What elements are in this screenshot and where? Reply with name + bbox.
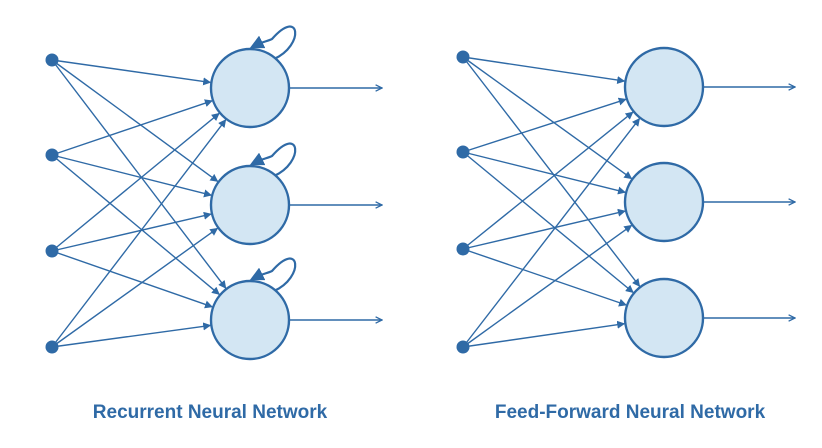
ffn-neuron-3 xyxy=(623,277,705,359)
rnn-connection-1-1 xyxy=(51,59,212,86)
ffn-connection-1-2 xyxy=(462,56,633,180)
rnn-recurrent-loop-2 xyxy=(249,142,297,178)
rnn-input-node-2 xyxy=(45,148,59,162)
rnn-neuron-2 xyxy=(209,164,291,246)
ffn-connection-4-3 xyxy=(462,320,626,348)
rnn-connection-1-2 xyxy=(51,59,219,182)
rnn-connection-4-1 xyxy=(51,119,227,348)
ffn-input-node-2 xyxy=(456,145,470,159)
rnn-connection-2-1 xyxy=(51,99,213,156)
rnn-caption: Recurrent Neural Network xyxy=(92,402,328,423)
ffn-connection-4-2 xyxy=(462,224,633,348)
ffn-connection-3-2 xyxy=(462,208,626,250)
ffn-connection-2-1 xyxy=(462,97,627,153)
rnn-neuron-1 xyxy=(209,47,291,129)
ffn-connection-2-3 xyxy=(462,151,634,294)
rnn-connection-4-3 xyxy=(51,322,212,348)
rnn-connection-3-1 xyxy=(51,112,220,252)
rnn-connection-2-2 xyxy=(51,154,212,198)
rnn-recurrent-loop-1 xyxy=(249,25,297,61)
rnn-input-node-4 xyxy=(45,340,59,354)
rnn-input-node-1 xyxy=(45,53,59,67)
rnn-recurrent-loop-3 xyxy=(249,257,297,293)
rnn-connection-3-3 xyxy=(51,250,213,309)
rnn-connection-4-2 xyxy=(51,227,219,348)
ffn-input-node-4 xyxy=(456,340,470,354)
rnn-connection-2-3 xyxy=(51,154,220,295)
rnn-neuron-3 xyxy=(209,279,291,361)
rnn-input-node-3 xyxy=(45,244,59,258)
ffn-neuron-1 xyxy=(623,46,705,128)
ffn-connection-3-1 xyxy=(462,111,634,250)
ffn-connection-1-3 xyxy=(462,56,641,287)
ffn-connection-4-1 xyxy=(462,117,641,348)
ffn-connection-2-2 xyxy=(462,151,626,195)
rnn-connection-3-2 xyxy=(51,211,212,252)
ffn-connection-3-3 xyxy=(462,248,627,307)
ffn-caption: Feed-Forward Neural Network xyxy=(494,402,766,423)
ffn-input-node-3 xyxy=(456,242,470,256)
feed-forward-network-graph xyxy=(456,46,796,359)
rnn-connection-1-3 xyxy=(51,59,227,289)
ffn-neuron-2 xyxy=(623,161,705,243)
ffn-connection-1-1 xyxy=(462,56,626,84)
recurrent-network-graph xyxy=(45,25,383,361)
ffn-input-node-1 xyxy=(456,50,470,64)
